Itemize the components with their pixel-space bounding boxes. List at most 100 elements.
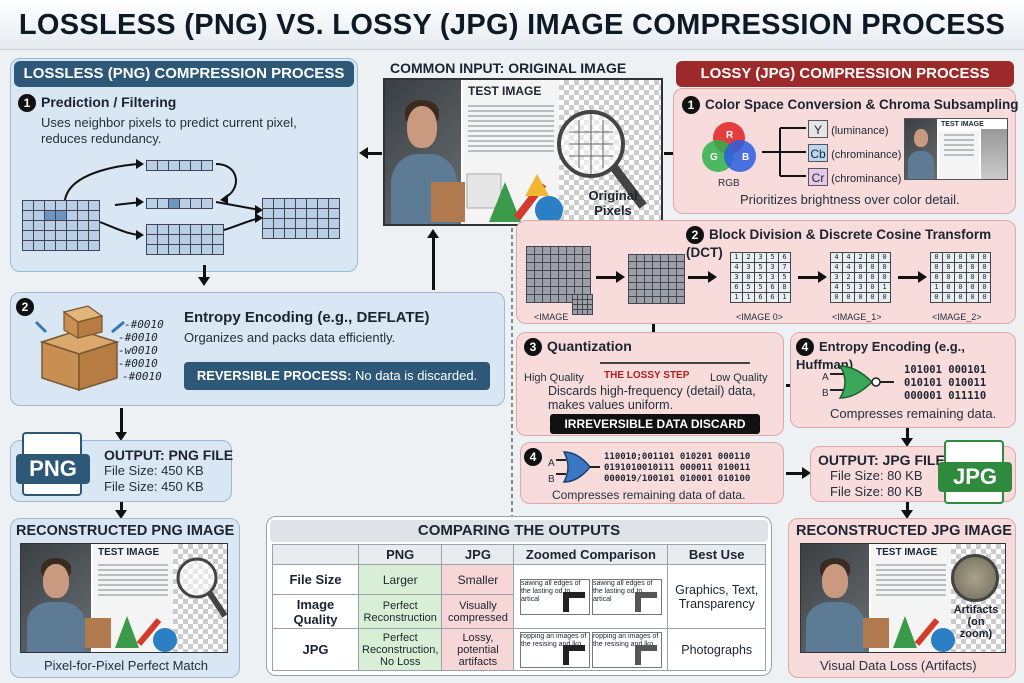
step-title: Prediction / Filtering: [41, 94, 177, 111]
matrix-cell: 4: [731, 263, 742, 272]
jpg-reconstructed-caption: Visual Data Loss (Artifacts): [820, 658, 977, 673]
matrix-cell: 1: [879, 283, 890, 292]
matrix-cell: 0: [867, 293, 878, 302]
matrix-cell: 8: [867, 253, 878, 262]
png-file-icon: PNG: [16, 432, 94, 496]
dct-label: <IMAGE_1>: [832, 312, 882, 322]
lossless-step1-desc: Uses neighbor pixels to predict current …: [41, 115, 297, 146]
filtered-pixel-grid: [262, 198, 340, 239]
prediction-arrows: [64, 159, 263, 240]
table-row: Image Quality Perfect Reconstruction Vis…: [272, 594, 766, 629]
zoom-sample-jpg: ropping an images of the resising and lk…: [591, 631, 662, 668]
matrix-cell: 3: [855, 283, 866, 292]
matrix-cell: 0: [967, 263, 978, 272]
arrow-left: [359, 147, 382, 159]
matrix-cell: 0: [855, 263, 866, 272]
matrix-cell: 0: [967, 273, 978, 282]
input-b-label: B: [822, 388, 829, 399]
matrix-cell: 0: [979, 273, 990, 282]
arrow-right: [898, 271, 927, 283]
matrix-cell: 0: [943, 253, 954, 262]
png-reconstructed-title: RECONSTRUCTED PNG IMAGE: [16, 523, 235, 539]
matrix-cell: 5: [779, 273, 790, 282]
table-row: JPG Perfect Reconstruction, No Loss Loss…: [272, 628, 766, 671]
jpg-file-icon: JPG: [936, 440, 1016, 504]
bitstream: -#0010 -#0010 -w0010 -#0010 -#0010: [118, 318, 164, 383]
dct-label: <IMAGE: [534, 312, 569, 322]
png-file-size: File Size: 450 KB: [104, 479, 204, 494]
matrix-cell: 0: [931, 273, 942, 282]
matrix-cell: 0: [867, 283, 878, 292]
matrix-cell: 5: [843, 283, 854, 292]
matrix-cell: 3: [831, 273, 842, 282]
logic-gate-icon: [830, 365, 894, 399]
matrix-cell: 2: [743, 253, 754, 262]
matrix-cell: 0: [955, 263, 966, 272]
matrix-cell: 0: [943, 273, 954, 282]
lossy-step-label: THE LOSSY STEP: [604, 370, 690, 381]
matrix-cell: 6: [731, 283, 742, 292]
input-pixel-grid: [22, 200, 100, 251]
original-pixels-caption: Original Pixels: [588, 188, 638, 218]
matrix-cell: 8: [779, 283, 790, 292]
matrix-cell: 2: [855, 253, 866, 262]
svg-text:G: G: [710, 152, 718, 163]
filter-block: [146, 224, 224, 255]
input-header: COMMON INPUT: ORIGINAL IMAGE: [390, 60, 627, 76]
quality-slider: [600, 362, 750, 364]
zoom-sample-png: ropping an images of the resising and lk…: [519, 631, 590, 668]
lossless-step2-title: Entropy Encoding (e.g., DEFLATE): [184, 309, 430, 326]
shapes-icon: [85, 616, 177, 652]
comparison-title: COMPARING THE OUTPUTS: [270, 520, 768, 542]
matrix-cell: 0: [855, 293, 866, 302]
rgb-label: RGB: [718, 178, 740, 189]
matrix-cell: 6: [767, 293, 778, 302]
matrix-cell: 0: [955, 283, 966, 292]
matrix-cell: 3: [767, 263, 778, 272]
comparison-table: PNG JPG Zoomed Comparison Best Use File …: [272, 544, 766, 671]
lossy-step4b-desc: Compresses remaining data of data.: [552, 488, 746, 502]
arrow-down: [115, 408, 127, 441]
matrix-cell: 0: [867, 273, 878, 282]
matrix-cell: 5: [755, 263, 766, 272]
matrix-cell: 3: [731, 273, 742, 282]
arrow-right: [786, 467, 811, 479]
png-reconstructed-caption: Pixel-for-Pixel Perfect Match: [44, 658, 208, 673]
subsampled-image: TEST IMAGE: [904, 118, 1008, 180]
matrix-cell: 0: [931, 253, 942, 262]
matrix-cell: 1: [731, 293, 742, 302]
page-title: LOSSLESS (PNG) VS. LOSSY (JPG) IMAGE COM…: [0, 0, 1024, 50]
matrix-cell: 0: [879, 253, 890, 262]
jpg-reconstructed-image: TEST IMAGE Artifacts (on zoom): [800, 543, 1006, 653]
step-number: 2: [16, 298, 39, 316]
matrix-cell: 0: [967, 283, 978, 292]
low-quality-label: Low Quality: [710, 372, 768, 384]
matrix-cell: 0: [943, 263, 954, 272]
matrix-cell: 2: [843, 273, 854, 282]
matrix-cell: 6: [767, 283, 778, 292]
shapes-icon: [431, 173, 563, 224]
matrix-cell: 0: [979, 263, 990, 272]
matrix-cell: 0: [943, 293, 954, 302]
matrix-cell: 0: [979, 253, 990, 262]
lossless-header: LOSSLESS (PNG) COMPRESSION PROCESS: [14, 61, 354, 87]
filter-row-2: [146, 198, 213, 209]
arrow-down: [901, 502, 913, 519]
lossy-step4a-desc: Compresses remaining data.: [830, 406, 997, 421]
matrix-cell: 1: [743, 293, 754, 302]
matrix-cell: 4: [831, 283, 842, 292]
matrix-cell: 0: [879, 263, 890, 272]
matrix-cell: 0: [943, 283, 954, 292]
huffman-bits: 101001 000101 010101 010011 000001 01111…: [904, 364, 987, 402]
matrix-cell: 0: [967, 253, 978, 262]
matrix-cell: 7: [779, 263, 790, 272]
matrix-cell: 3: [743, 263, 754, 272]
matrix-cell: 0: [931, 263, 942, 272]
zoom-sample-jpg: sawing all edges of the lasting od to ar…: [591, 578, 662, 615]
arrow-right: [688, 271, 717, 283]
original-image: TEST IMAGE Original Pixels: [383, 78, 663, 226]
